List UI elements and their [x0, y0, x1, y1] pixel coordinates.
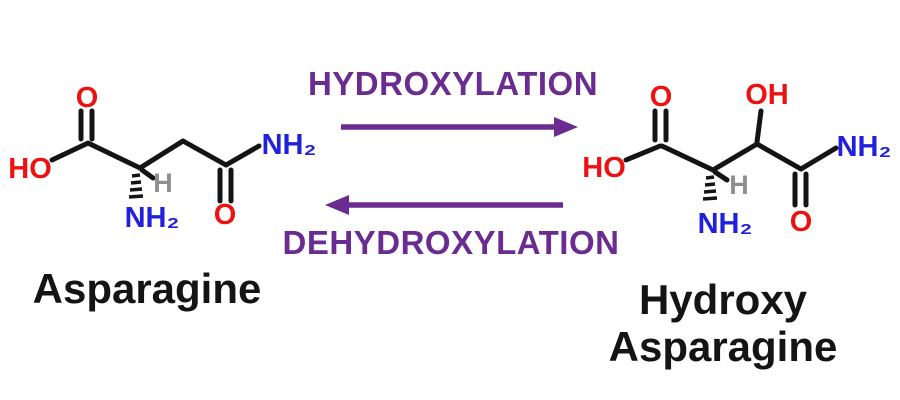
right-bond-ho-c: [623, 143, 663, 163]
left-bond-camide-n: [223, 143, 262, 168]
left-wedge-hash-4: [128, 194, 144, 199]
right-molecule-structure: HO O OH H NH₂ NH₂ O: [582, 79, 891, 240]
right-hashed-wedge-bond: [702, 175, 718, 201]
left-bond-ho-c: [49, 141, 89, 163]
hydroxylation-label: HYDROXYLATION: [308, 65, 598, 102]
left-wedge-hash-2: [130, 180, 142, 185]
right-wedge-hash-1: [705, 175, 715, 180]
right-amide-oxygen-label: O: [790, 206, 813, 238]
left-hydroxyl-label: HO: [8, 153, 52, 185]
right-molecule-bonds: [623, 108, 839, 208]
left-bond-ch2-camide: [180, 138, 229, 168]
left-bond-c-calpha: [85, 140, 143, 171]
left-molecule-name: Asparagine: [33, 265, 262, 312]
right-molecule-name-line1: Hydroxy: [639, 276, 808, 323]
left-amine-label: NH₂: [125, 202, 180, 234]
left-carbonyl-oxygen-label: O: [76, 82, 99, 114]
right-hydroxyl-label: HO: [582, 152, 626, 184]
dehydroxylation-label: DEHYDROXYLATION: [283, 224, 620, 261]
right-bond-calpha-h: [712, 169, 730, 183]
left-molecule-structure: HO O H NH₂ NH₂ O: [8, 82, 316, 234]
right-wedge-hash-3: [703, 189, 717, 194]
left-wedge-hash-1: [131, 173, 141, 178]
forward-arrow-head: [554, 117, 578, 137]
left-molecule-bonds: [49, 108, 262, 204]
left-hashed-wedge-bond: [128, 173, 144, 199]
right-carbonyl-oxygen-label: O: [650, 81, 673, 113]
left-amide-oxygen-label: O: [214, 199, 237, 231]
forward-arrow-icon: [341, 117, 578, 137]
reverse-arrow-icon: [325, 195, 563, 215]
left-wedge-hash-3: [129, 187, 143, 192]
forward-reaction: HYDROXYLATION: [308, 65, 598, 137]
right-bond-cbeta-oh: [754, 108, 764, 145]
right-wedge-hash-4: [702, 196, 718, 201]
reverse-arrow-head: [325, 195, 349, 215]
left-alpha-hydrogen-label: H: [153, 168, 173, 198]
right-bond-cbeta-camide: [754, 141, 804, 172]
right-molecule-name-line2: Asparagine: [609, 323, 838, 370]
left-bond-calpha-ch2: [137, 138, 186, 171]
right-amine-label: NH₂: [698, 208, 753, 240]
right-wedge-hash-2: [704, 182, 716, 187]
right-amide-nitrogen-label: NH₂: [837, 131, 892, 163]
reverse-reaction: DEHYDROXYLATION: [283, 195, 620, 261]
left-amide-nitrogen-label: NH₂: [262, 129, 317, 161]
right-alpha-hydrogen-label: H: [729, 170, 749, 200]
right-bond-calpha-cbeta: [710, 141, 760, 173]
right-bond-c-calpha: [659, 143, 716, 173]
right-bond-camide-n: [798, 145, 839, 172]
left-bond-calpha-h: [139, 167, 156, 181]
right-beta-hydroxyl-label: OH: [745, 79, 789, 111]
